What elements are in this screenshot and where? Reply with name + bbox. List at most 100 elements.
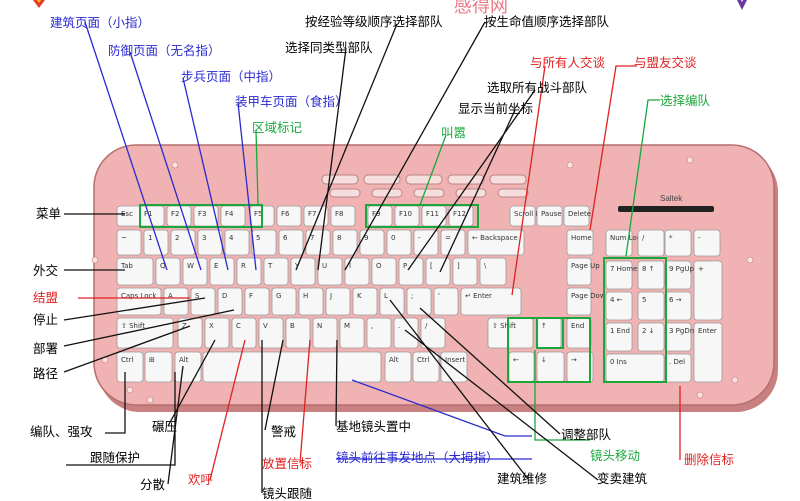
letter-key: W <box>182 257 208 286</box>
label-camera-follow: 镜头跟随 <box>262 486 313 501</box>
key-cap <box>433 287 459 316</box>
key-label: 5 <box>256 234 260 242</box>
key-label: F <box>249 292 253 300</box>
home-key: J <box>325 287 351 316</box>
label-select-same-type: 选择同类型部队 <box>285 40 373 55</box>
key-label: Esc <box>121 210 133 218</box>
number-key: 0 <box>386 229 412 256</box>
key-label: O <box>376 262 382 270</box>
key-label: \ <box>484 262 487 270</box>
flower-decoration <box>731 376 739 384</box>
number-key: Home <box>566 229 594 256</box>
number-key: 2 <box>170 229 196 256</box>
key-label: D <box>222 292 227 300</box>
key-cap <box>258 317 284 349</box>
key-label: End <box>571 322 584 330</box>
key-cap <box>412 351 440 383</box>
key-cap <box>170 229 196 256</box>
key-cap <box>143 229 169 256</box>
key-label: ← Backspace <box>472 234 518 242</box>
label-select-by-rank: 按经验等级顺序选择部队 <box>305 14 443 29</box>
watermark: 感得网 <box>454 0 508 17</box>
shift-row-key: B <box>285 317 311 349</box>
label-alliance: 结盟 <box>33 290 59 305</box>
home-key: Page Down <box>566 287 610 316</box>
shift-row-key: N <box>312 317 338 349</box>
key-label: N <box>317 322 322 330</box>
key-cap <box>563 205 590 227</box>
key-label: F5 <box>254 210 262 218</box>
key-cap <box>163 287 189 316</box>
home-key: A <box>163 287 189 316</box>
key-label: 7 <box>310 234 314 242</box>
leader-call <box>419 134 447 206</box>
key-label: C <box>236 322 241 330</box>
shift-row-key: M <box>339 317 365 349</box>
key-cap <box>263 257 289 286</box>
label-select-by-hp: 按生命值顺序选择部队 <box>484 14 610 29</box>
leader-same-type <box>317 47 347 271</box>
label-cheer: 欢呼 <box>188 472 214 487</box>
numpad-key: . Del <box>664 353 692 383</box>
home-key: K <box>352 287 378 316</box>
leader-space <box>351 379 532 437</box>
key-label: F10 <box>399 210 412 218</box>
key-cap <box>144 351 173 383</box>
media-key <box>371 188 403 198</box>
key-cap <box>244 287 270 316</box>
key-cap <box>398 257 424 286</box>
numpad-key: * <box>664 229 692 257</box>
key-label: V <box>263 322 268 330</box>
key-label: 6 <box>283 234 288 242</box>
key-label: F4 <box>225 210 234 218</box>
key-label: ' <box>438 292 440 300</box>
bottom-key: ⊞ <box>144 351 173 383</box>
key-cap <box>290 257 316 286</box>
leader-stop <box>63 297 206 321</box>
key-label: ⇧ Shift <box>492 322 516 330</box>
highlight-box <box>603 257 667 383</box>
key-label: Ctrl <box>121 356 134 364</box>
key-label: 3 <box>202 234 206 242</box>
key-label: F11 <box>426 210 439 218</box>
media-key <box>363 174 401 185</box>
key-cap <box>204 317 230 349</box>
numpad-key: 2 ↓ <box>637 322 665 352</box>
key-label: / <box>425 322 428 330</box>
leader-coords <box>439 109 516 273</box>
function-key: F7 <box>303 205 329 227</box>
label-guard-follow: 跟随保护 <box>90 450 141 465</box>
game-logo-icon <box>30 0 48 8</box>
key-cap <box>190 287 216 316</box>
label-select-all-combat: 选取所有战斗部队 <box>487 80 588 95</box>
home-key: G <box>271 287 297 316</box>
leader-rank <box>295 23 398 271</box>
key-label: J <box>329 292 332 300</box>
label-show-coords: 显示当前坐标 <box>458 101 534 116</box>
label-waypoint: 路径 <box>33 366 59 381</box>
key-label: F2 <box>171 210 179 218</box>
leader-buildings <box>84 21 168 271</box>
media-key <box>489 174 527 185</box>
label-call: 叫嚣 <box>441 125 467 140</box>
key-cap <box>637 322 665 352</box>
leader-sell <box>404 329 599 481</box>
key-cap <box>460 287 522 316</box>
key-label: Q <box>160 262 166 270</box>
label-all-chat: 与所有人交谈 <box>530 55 606 70</box>
numpad-key: 5 <box>637 291 665 321</box>
key-label: R <box>241 262 246 270</box>
numpad-key: 6 → <box>664 291 692 321</box>
media-key <box>329 188 361 198</box>
key-cap <box>406 287 432 316</box>
numpad-key: 7 Home <box>605 260 637 290</box>
label-armor-page: 装甲车页面（食指） <box>235 94 348 109</box>
key-label: Alt <box>389 356 399 364</box>
key-cap <box>224 229 250 256</box>
key-label: 1 <box>148 234 152 242</box>
brand-label: Saltek <box>660 194 683 203</box>
letter-key: U <box>317 257 343 286</box>
leader-guard-follow <box>66 372 176 466</box>
key-label: 3 PgDn <box>669 327 694 335</box>
